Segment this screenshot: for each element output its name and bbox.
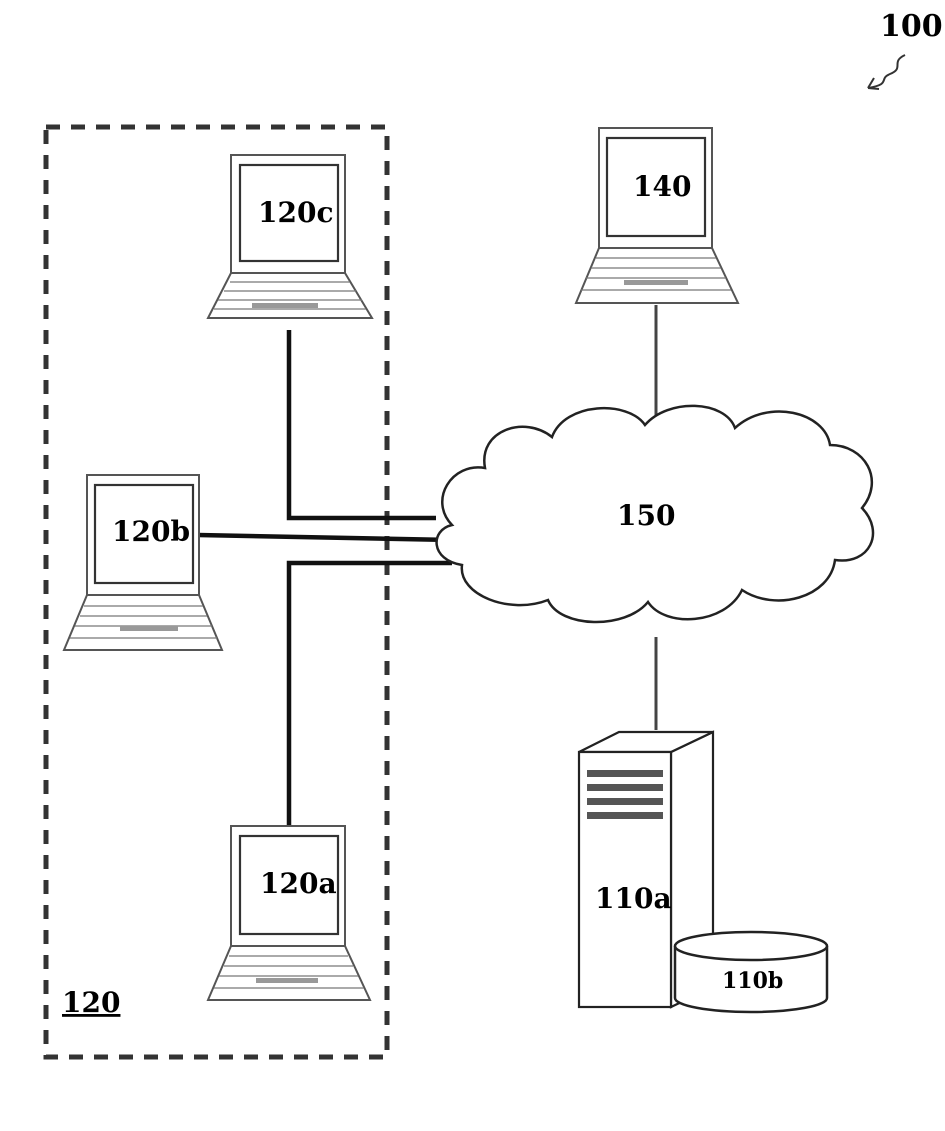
network-label: 150 [617,499,675,532]
laptop-120b-label: 120b [112,515,190,548]
laptop-120b: 120b [64,475,222,650]
figure-arrow [868,55,905,88]
wire-120b [198,535,452,540]
laptop-120a: 120a [208,826,370,1000]
wire-120c [289,330,436,518]
database-110b: 110b [675,932,827,1012]
terminal-140: 140 [576,128,738,303]
wire-120a [289,563,452,826]
laptop-120a-label: 120a [260,867,337,900]
group-label: 120 [62,986,120,1019]
database-110b-label: 110b [722,968,783,994]
laptop-120c: 120c [208,155,372,318]
server-110a-label: 110a [595,882,672,915]
figure-number: 100 [880,9,943,44]
terminal-140-label: 140 [633,170,691,203]
network-cloud: 150 [437,406,873,622]
laptop-120c-label: 120c [258,196,334,229]
